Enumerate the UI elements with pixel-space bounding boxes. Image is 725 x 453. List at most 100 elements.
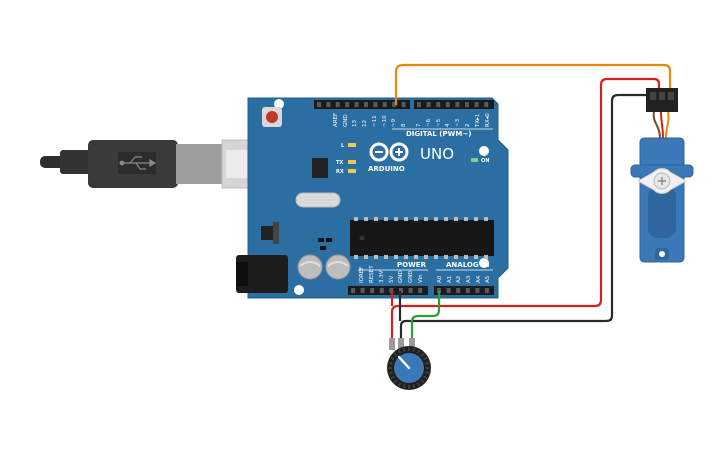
led-label-rx: RX [336, 169, 344, 175]
chip-pin [364, 217, 368, 221]
micro-servo[interactable] [630, 88, 694, 263]
pin-hole[interactable] [485, 288, 489, 293]
pot-ridge [420, 379, 425, 384]
wire-power-5v[interactable] [390, 77, 661, 340]
chip-pin [424, 217, 428, 221]
analog-label: ANALOG IN [446, 261, 490, 269]
pot-ridge [393, 379, 398, 384]
wire-signal-pin9[interactable] [394, 63, 672, 105]
power-pin-label: RESET [369, 265, 375, 283]
pin-hole[interactable] [317, 102, 321, 107]
pin-hole[interactable] [408, 288, 413, 293]
capacitor [297, 254, 323, 280]
chip-pin [454, 217, 458, 221]
analog-pin-label: A0 [437, 275, 443, 283]
chip-pin [384, 217, 388, 221]
atmega-chip [350, 220, 494, 256]
digital-header-left [314, 100, 410, 109]
led-label-tx: TX [336, 160, 343, 166]
pin-hole[interactable] [456, 288, 461, 293]
led-tx [348, 160, 356, 164]
servo-screw-hole [659, 251, 665, 257]
chip-pin [394, 217, 398, 221]
pin-hole[interactable] [373, 102, 378, 107]
digital-pin-label: 12 [362, 120, 368, 127]
pin-hole[interactable] [474, 102, 479, 107]
digital-pin-label: 2 [465, 124, 471, 128]
pin-hole[interactable] [360, 288, 365, 293]
pin-hole[interactable] [437, 288, 441, 293]
power-header [348, 286, 428, 295]
digital-pin-label: RX◂0 [485, 113, 491, 127]
pin-hole[interactable] [455, 102, 460, 107]
led-rx [348, 169, 356, 173]
pin-hole[interactable] [426, 102, 431, 107]
pot-pin [398, 338, 404, 350]
pin-hole[interactable] [465, 102, 469, 107]
pin-hole[interactable] [382, 102, 387, 107]
pin-hole[interactable] [354, 102, 359, 107]
pot-ridge [402, 347, 406, 352]
chip-pin [374, 217, 378, 221]
digital-pin-holes [317, 102, 489, 107]
pin-hole[interactable] [465, 288, 470, 293]
power-pin-label: GND [408, 270, 414, 283]
arduino-logo-icon [369, 142, 409, 162]
pin-hole[interactable] [351, 288, 355, 293]
pin-hole[interactable] [417, 102, 421, 107]
usb-cable[interactable] [40, 139, 285, 189]
digital-pin-label: ~11 [372, 115, 378, 127]
digital-pin-label: 4 [445, 123, 451, 127]
digital-pin-label: ~6 [426, 118, 432, 127]
mounting-hole [479, 258, 489, 268]
servo-connector-pin [668, 92, 674, 100]
chip-notch [359, 235, 365, 241]
servo-horn[interactable] [636, 168, 688, 194]
analog-header [434, 286, 494, 295]
pin-hole[interactable] [484, 102, 489, 107]
pin-hole[interactable] [418, 288, 423, 293]
pin-hole[interactable] [379, 288, 384, 293]
pot-ridge [397, 349, 402, 354]
pin-hole[interactable] [399, 288, 403, 293]
pot-ridge [393, 352, 398, 357]
reset-button-cap [266, 111, 278, 123]
chip-pin [434, 217, 438, 221]
smd-component [318, 238, 324, 242]
mounting-hole [479, 146, 489, 156]
pin-hole[interactable] [326, 102, 331, 107]
pin-hole[interactable] [392, 102, 397, 107]
chip-pin [414, 255, 418, 259]
analog-pin-label: A1 [447, 276, 453, 283]
power-jack-opening [236, 262, 248, 286]
servo-lead-orange [665, 111, 670, 139]
potentiometer[interactable] [387, 338, 431, 390]
digital-label: DIGITAL (PWM~) [406, 130, 471, 138]
wire-analog-a0[interactable] [410, 291, 441, 340]
pin-hole[interactable] [401, 102, 406, 107]
pin-hole[interactable] [436, 102, 441, 107]
pin-hole[interactable] [335, 102, 340, 107]
usb-strain-relief [60, 150, 94, 174]
pin-hole[interactable] [475, 288, 480, 293]
chip-pin [434, 255, 438, 259]
pin-hole[interactable] [370, 288, 375, 293]
pin-hole[interactable] [446, 288, 451, 293]
servo-lead-brown [652, 111, 661, 139]
power-pin-label: GND [398, 270, 404, 283]
servo-connector-pin [650, 92, 656, 100]
pin-hole[interactable] [445, 102, 450, 107]
digital-header-right [414, 100, 494, 109]
pot-ridge [420, 352, 425, 357]
power-label: POWER [397, 261, 427, 269]
capacitor [325, 254, 351, 280]
chip-pin [404, 217, 408, 221]
pin-hole[interactable] [345, 102, 350, 107]
analog-pin-label: A2 [456, 276, 462, 283]
pin-hole[interactable] [364, 102, 368, 107]
power-pin-label: Vin [418, 274, 424, 283]
pin-hole[interactable] [389, 288, 394, 293]
